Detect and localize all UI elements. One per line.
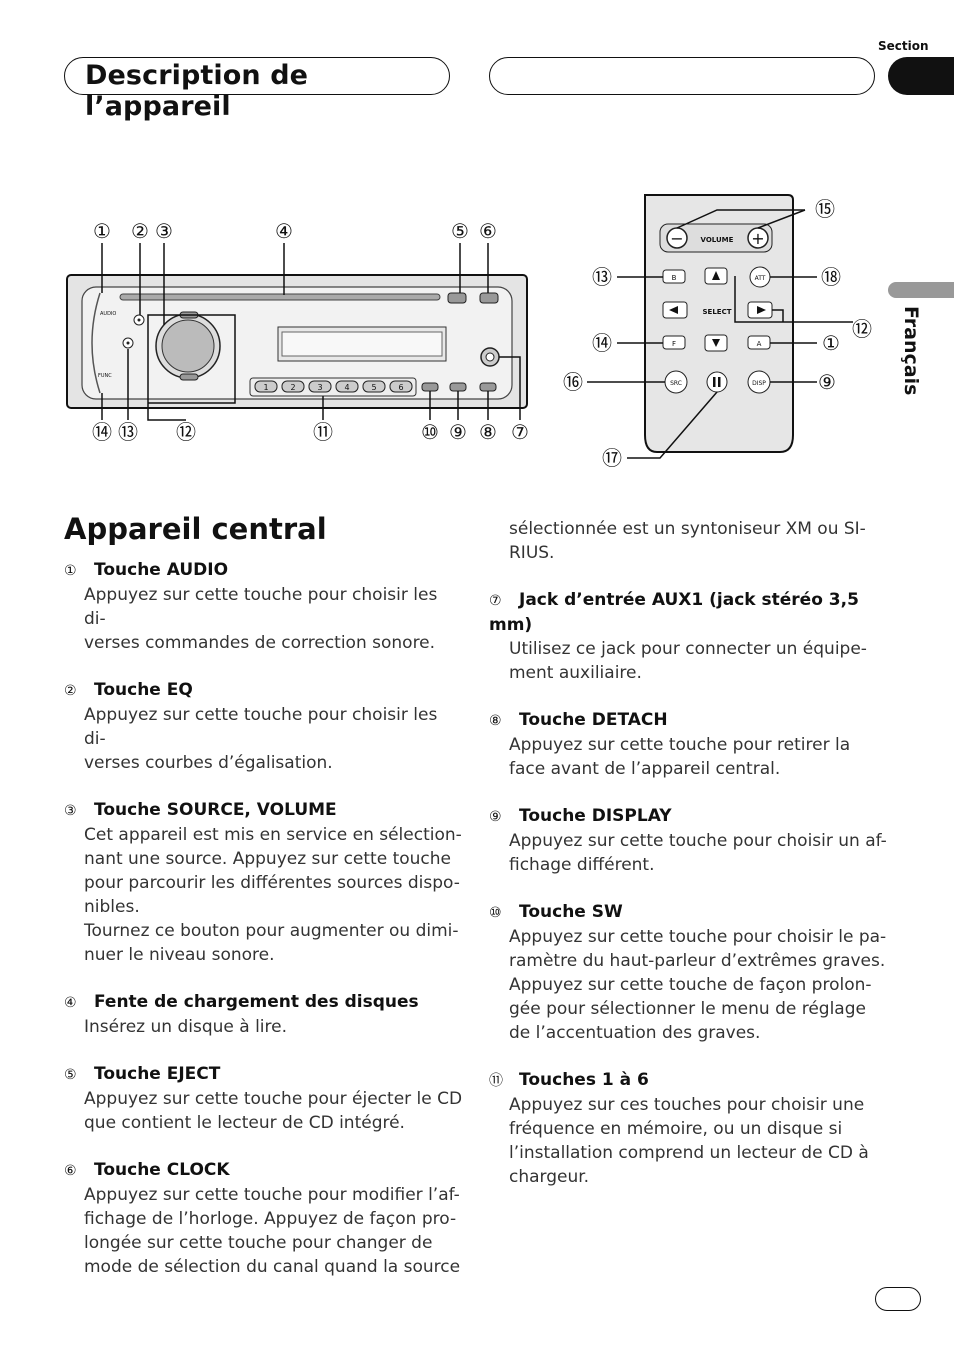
remote-att-label: ATT xyxy=(755,275,766,282)
section-tab xyxy=(888,57,954,95)
item-title: Touche DETACH xyxy=(519,710,668,730)
item-title: Touche SW xyxy=(519,902,623,922)
remote-f-label: F xyxy=(672,340,676,348)
item-title: Touche CLOCK xyxy=(94,1160,230,1180)
remote-callout-18: ⑱ xyxy=(821,265,841,289)
audio-label: AUDIO xyxy=(100,311,116,317)
remote-callout-1: ① xyxy=(822,331,840,355)
item-title: Jack d’entrée AUX1 (jack stéréo 3,5 xyxy=(519,590,859,610)
callout-7: ⑦ xyxy=(511,420,529,444)
item-title-cont: mm) xyxy=(489,615,533,635)
section-label: Section xyxy=(878,39,929,53)
remote-a-label: A xyxy=(757,340,762,348)
item-title: Touche EJECT xyxy=(94,1064,221,1084)
item-title: Touche EQ xyxy=(94,680,193,700)
page-title-frame: Description de l’appareil xyxy=(64,57,450,122)
preset-4: 4 xyxy=(344,383,349,392)
callout-2: ② xyxy=(131,219,149,243)
callout-4: ④ xyxy=(275,219,293,243)
remote-callout-15: ⑮ xyxy=(815,197,835,221)
preset-2: 2 xyxy=(290,383,295,392)
continuation-text: sélectionnée est un syntoniseur XM ou SI… xyxy=(509,519,866,563)
volume-plus: + xyxy=(751,229,764,248)
callout-8: ⑧ xyxy=(479,420,497,444)
preset-6: 6 xyxy=(398,383,403,392)
preset-3: 3 xyxy=(317,383,322,392)
page-number-frame xyxy=(875,1287,921,1311)
remote-callout-13: ⑬ xyxy=(592,265,612,289)
section-heading: Appareil central xyxy=(64,512,327,546)
remote-callout-14: ⑭ xyxy=(592,331,612,355)
volume-label: VOLUME xyxy=(701,236,734,244)
item-title: Touche AUDIO xyxy=(94,560,229,580)
language-tab-bar xyxy=(888,282,954,298)
head-unit-diagram: ① ② ③ ④ ⑤ ⑥ AUDIO FUNC 1 2 3 4 5 6 xyxy=(66,219,529,444)
callout-14: ⑭ xyxy=(92,420,112,444)
callout-12: ⑫ xyxy=(176,420,196,444)
remote-diagram: − + VOLUME B ATT SELECT F A SRC DISP ⑮ ⑬… xyxy=(563,194,853,470)
remote-callout-12-label: ⑫ xyxy=(852,317,872,341)
item-title: Fente de chargement des disques xyxy=(94,992,419,1012)
remote-callout-17: ⑰ xyxy=(602,446,622,470)
remote-src-label: SRC xyxy=(670,380,682,387)
remote-callout-16: ⑯ xyxy=(563,370,583,394)
preset-1: 1 xyxy=(263,383,268,392)
right-column: sélectionnée est un syntoniseur XM ou SI… xyxy=(489,517,889,1189)
callout-13: ⑬ xyxy=(118,420,138,444)
page-title: Description de l’appareil xyxy=(85,60,309,122)
language-label: Français xyxy=(900,306,922,396)
callout-9: ⑨ xyxy=(449,420,467,444)
select-label: SELECT xyxy=(703,308,732,316)
remote-callout-9: ⑨ xyxy=(818,370,836,394)
blank-header-frame xyxy=(489,57,875,95)
callout-5: ⑤ xyxy=(451,219,469,243)
remote-disp-label: DISP xyxy=(752,380,766,387)
callout-11: ⑪ xyxy=(313,420,333,444)
language-tab: Français xyxy=(894,306,934,396)
item-title: Touches 1 à 6 xyxy=(519,1070,649,1090)
remote-b-label: B xyxy=(672,274,677,282)
func-label: FUNC xyxy=(98,373,112,379)
callout-1: ① xyxy=(93,219,111,243)
preset-5: 5 xyxy=(371,383,376,392)
callout-10: ⑩ xyxy=(421,420,439,444)
volume-minus: − xyxy=(670,229,683,248)
callout-6: ⑥ xyxy=(479,219,497,243)
item-title: Touche DISPLAY xyxy=(519,806,672,826)
item-title: Touche SOURCE, VOLUME xyxy=(94,800,337,820)
callout-3: ③ xyxy=(155,219,173,243)
